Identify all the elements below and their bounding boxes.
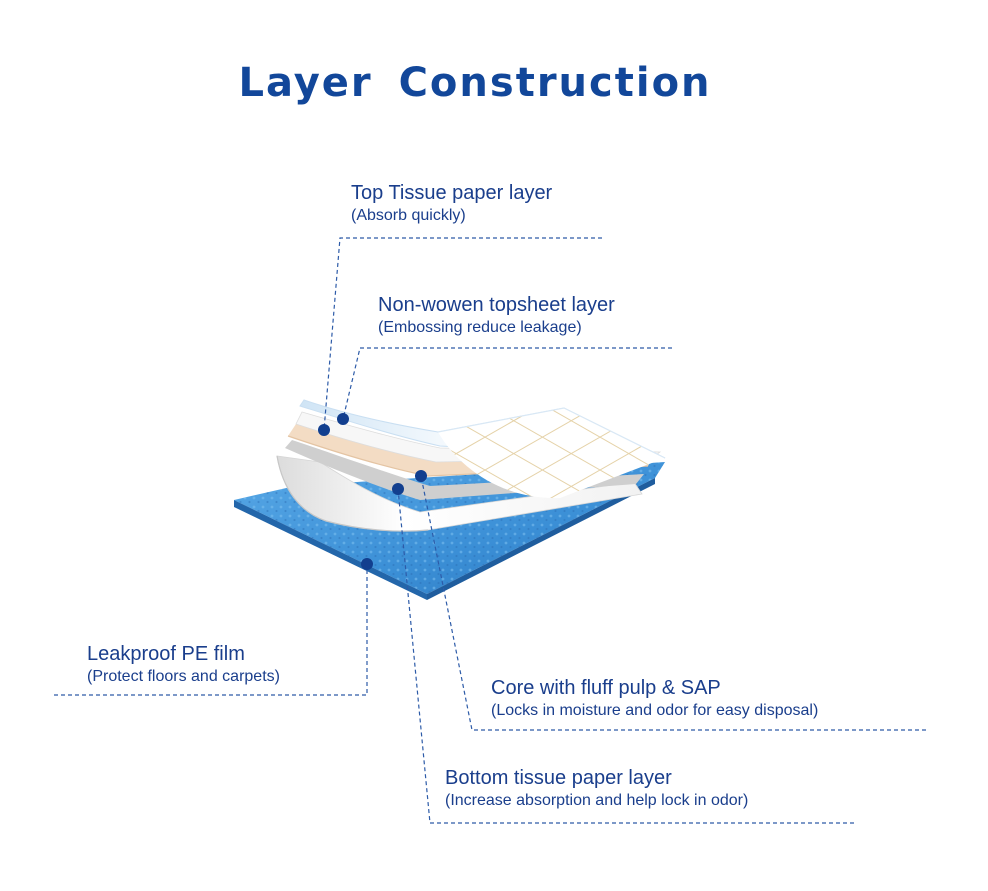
label-core: Core with fluff pulp & SAP (Locks in moi… [491, 676, 818, 722]
label-pe-film-name: Leakproof PE film [87, 643, 245, 665]
label-pe-film: Leakproof PE film (Protect floors and ca… [87, 642, 280, 688]
label-bottom-tissue-note: (Increase absorption and help lock in od… [445, 792, 749, 809]
label-bottom-tissue-name: Bottom tissue paper layer [445, 767, 672, 789]
leader-line-topsheet [342, 347, 672, 420]
marker-dot-pe-film [361, 558, 373, 570]
label-core-name: Core with fluff pulp & SAP [491, 677, 721, 699]
label-topsheet-note: (Embossing reduce leakage) [378, 319, 582, 336]
marker-dot-top-tissue [318, 424, 330, 436]
leader-line-bottom-tissue [397, 488, 854, 824]
label-core-note: (Locks in moisture and odor for easy dis… [491, 702, 819, 719]
label-top-tissue: Top Tissue paper layer (Absorb quickly) [351, 181, 552, 227]
leader-line-core [420, 475, 926, 731]
label-topsheet-name: Non-wowen topsheet layer [378, 294, 615, 316]
leader-lines [54, 237, 926, 824]
marker-dot-core [415, 470, 427, 482]
marker-dot-topsheet [337, 413, 349, 425]
page-title: Layer Construction [238, 60, 712, 106]
leader-line-pe-film [54, 564, 368, 696]
label-top-tissue-name: Top Tissue paper layer [351, 182, 553, 204]
label-pe-film-note: (Protect floors and carpets) [87, 668, 280, 685]
leader-line-top-tissue [323, 237, 602, 431]
label-top-tissue-note: (Absorb quickly) [351, 207, 466, 224]
label-topsheet: Non-wowen topsheet layer (Embossing redu… [378, 293, 615, 339]
label-bottom-tissue: Bottom tissue paper layer (Increase abso… [445, 766, 748, 812]
marker-dot-bottom-tissue [392, 483, 404, 495]
